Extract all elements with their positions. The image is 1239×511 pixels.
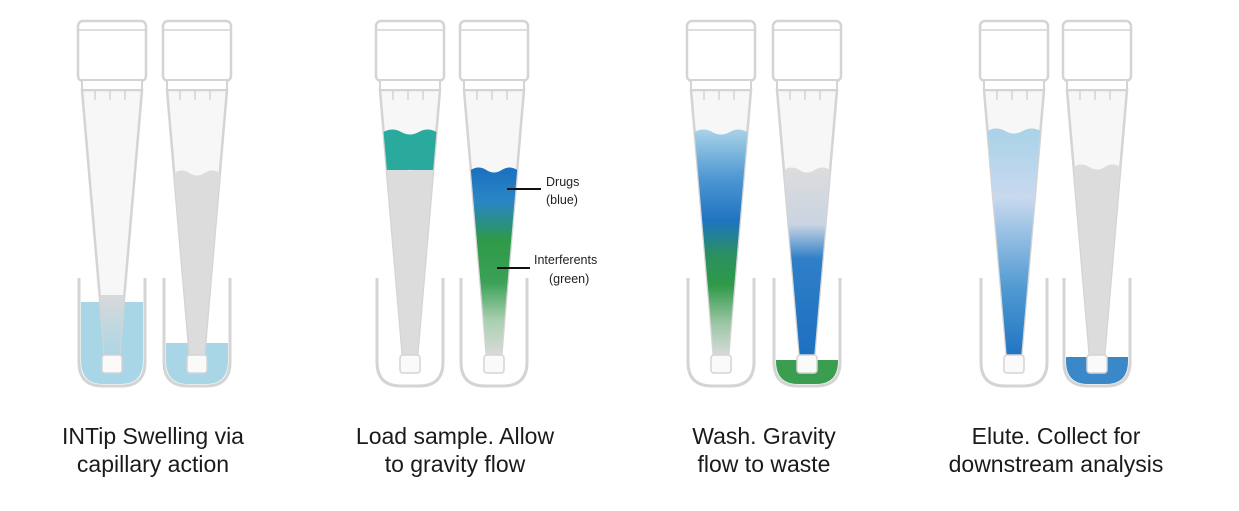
step1-caption-line1: INTip Swelling via — [62, 423, 244, 449]
tip8-packing — [1073, 164, 1121, 358]
pipette-tip-2-collar — [166, 79, 228, 91]
tip3-packing — [386, 165, 434, 358]
pipette-tip-7-frit — [1003, 354, 1025, 374]
pipette-tip-5-frit — [710, 354, 732, 374]
step3-caption-line2: flow to waste — [697, 451, 831, 477]
pipette-tip-3-cup — [375, 278, 445, 388]
interferents-sublabel: (green) — [549, 272, 589, 286]
step4-caption-line1: Elute. Collect for — [971, 423, 1141, 449]
pipette-tip-8-collar — [1066, 79, 1128, 91]
pipette-tip-4-frit — [483, 354, 505, 374]
tubes-layer — [76, 19, 1133, 388]
pipette-tip-3 — [374, 19, 446, 388]
interferents-label: Interferents — [534, 253, 597, 267]
pipette-tip-4-collar — [463, 79, 525, 91]
drugs-sublabel: (blue) — [546, 193, 578, 207]
pipette-tip-6-frit — [796, 354, 818, 374]
pipette-tip-3-collar — [379, 79, 441, 91]
step1-caption-line2: capillary action — [76, 451, 230, 477]
pipette-tip-5-collar — [690, 79, 752, 91]
tip1-packing — [99, 295, 125, 358]
pipette-tip-1-frit — [101, 354, 123, 374]
pipette-tip-7 — [978, 19, 1050, 388]
step4-caption-line2: downstream analysis — [948, 451, 1164, 477]
pipette-tip-5-cup — [686, 278, 756, 388]
pipette-tip-2-frit — [186, 354, 208, 374]
pipette-tip-8 — [1061, 19, 1133, 388]
pipette-tip-8-cup — [1062, 278, 1132, 388]
pipette-tip-1-cup — [77, 278, 147, 388]
step4-caption: Elute. Collect for downstream analysis — [906, 422, 1206, 478]
pipette-tip-4-cup — [459, 278, 529, 388]
step3-caption: Wash. Gravity flow to waste — [614, 422, 914, 478]
tip6-retained-drugs — [783, 167, 831, 358]
pipette-tip-5 — [685, 19, 757, 388]
annotation-interferents: Interferents (green) — [497, 253, 597, 286]
pipette-tip-6-collar — [776, 79, 838, 91]
step3-caption-line1: Wash. Gravity — [692, 423, 836, 449]
pipette-tip-6 — [771, 19, 843, 388]
step1-caption: INTip Swelling via capillary action — [3, 422, 303, 478]
pipette-tip-1-collar — [81, 79, 143, 91]
drugs-label: Drugs — [546, 175, 579, 189]
pipette-tip-4 — [458, 19, 530, 388]
tip7-eluting — [987, 128, 1041, 358]
pipette-tip-8-frit — [1086, 354, 1108, 374]
pipette-tip-2-cup — [162, 278, 232, 388]
step2-caption-line1: Load sample. Allow — [355, 423, 555, 449]
pipette-tip-2 — [161, 19, 233, 388]
pipette-tip-6-cup — [772, 278, 842, 388]
pipette-tip-7-collar — [983, 79, 1045, 91]
step2-caption-line2: to gravity flow — [384, 451, 526, 477]
pipette-tip-1 — [76, 19, 148, 388]
pipette-tip-7-cup — [979, 278, 1049, 388]
tip3-sample — [383, 129, 437, 170]
step2-caption: Load sample. Allow to gravity flow — [305, 422, 605, 478]
tip5-wash-bands — [694, 129, 748, 358]
tip4-sample-bands — [470, 167, 518, 358]
pipette-tip-3-frit — [399, 354, 421, 374]
tip2-packing — [174, 170, 220, 358]
annotation-drugs: Drugs (blue) — [507, 175, 579, 207]
